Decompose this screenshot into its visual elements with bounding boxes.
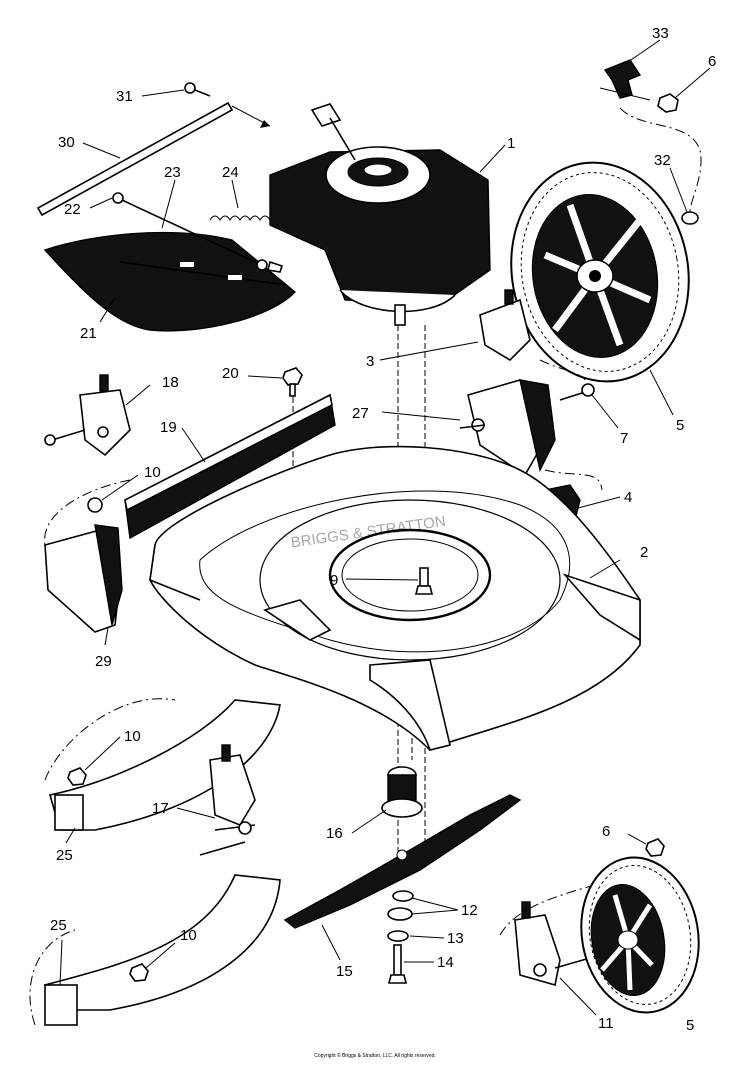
callout-25a: 25 [56, 847, 73, 864]
callout-15: 15 [336, 963, 353, 980]
bolt-31-part [184, 82, 211, 97]
callout-18: 18 [162, 374, 179, 391]
skirt-lower-part [29, 874, 281, 1026]
skirt-upper-part [44, 698, 281, 831]
callout-10c: 10 [180, 927, 197, 944]
callout-labels: 31 30 22 23 24 21 1 33 6 32 5 3 27 7 4 2… [50, 25, 716, 1034]
mower-deck-part: BRIGGS & STRATTON [149, 445, 641, 751]
hinge-rod-part [112, 192, 289, 273]
callout-4: 4 [624, 489, 632, 506]
callout-27: 27 [352, 405, 369, 422]
height-adjuster-29-part [44, 479, 131, 633]
hubcap-part [599, 59, 702, 225]
callout-17: 17 [152, 800, 169, 817]
callout-9: 9 [330, 572, 338, 589]
callout-20: 20 [222, 365, 239, 382]
height-adjuster-11-part [499, 869, 651, 987]
callout-29: 29 [95, 653, 112, 670]
rear-flap-part [124, 393, 336, 540]
height-adjuster-27-part [459, 289, 603, 491]
callout-2: 2 [640, 544, 648, 561]
rear-rod-part [36, 101, 271, 217]
front-wheel-part [580, 838, 700, 1014]
callout-33: 33 [652, 25, 669, 42]
callout-6b: 6 [602, 823, 610, 840]
callout-24: 24 [222, 164, 239, 181]
callout-14: 14 [437, 954, 454, 971]
bolt-9-part [414, 567, 434, 595]
callout-16: 16 [326, 825, 343, 842]
engine-part [269, 103, 491, 326]
bolt-20-part [282, 367, 303, 397]
callout-1: 1 [507, 135, 515, 152]
callout-7: 7 [620, 430, 628, 447]
blade-adapter-part [381, 766, 423, 818]
callout-10b: 10 [124, 728, 141, 745]
callout-25b: 25 [50, 917, 67, 934]
callout-11: 11 [598, 1015, 614, 1032]
callout-5a: 5 [676, 417, 684, 434]
callout-3: 3 [366, 353, 374, 370]
height-adjuster-17-part [199, 744, 256, 856]
callout-10a: 10 [144, 464, 161, 481]
callout-30: 30 [58, 134, 75, 151]
callout-19: 19 [160, 419, 177, 436]
callout-23: 23 [164, 164, 181, 181]
callout-leader-lines [59, 39, 711, 1016]
callout-22: 22 [64, 201, 81, 218]
blade-hardware-part [387, 890, 414, 984]
rear-wheel-part [510, 161, 690, 383]
callout-31: 31 [116, 88, 133, 105]
callout-32: 32 [654, 152, 671, 169]
callout-12: 12 [461, 902, 478, 919]
callout-5b: 5 [686, 1017, 694, 1034]
rear-shield-part [43, 231, 297, 332]
callout-13: 13 [447, 930, 464, 947]
callout-6a: 6 [708, 53, 716, 70]
mower-blade-part [283, 794, 522, 929]
callout-21: 21 [80, 325, 97, 342]
copyright-notice: Copyright © Briggs & Stratton, LLC. All … [314, 1053, 436, 1059]
height-adjuster-18-part [44, 374, 131, 457]
